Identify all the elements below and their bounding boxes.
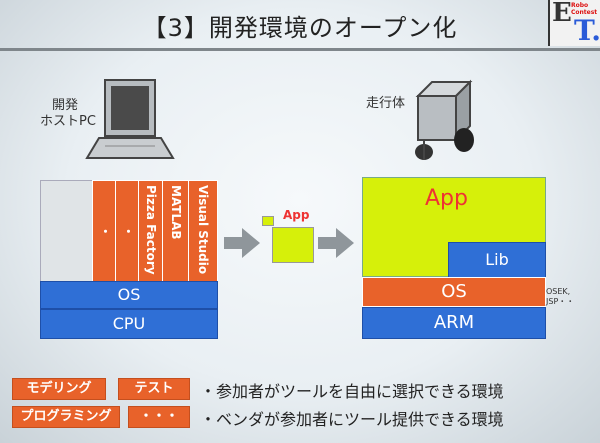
logo-letter-t: T. [574,14,600,47]
host-tool-pizza-factory-label: Pizza Factory [144,185,158,275]
host-tool-slot-dot1: ・ [92,180,117,282]
host-os-layer: OS [40,281,218,309]
host-tool-matlab-label: MATLAB [169,185,183,240]
robot-vehicle-icon [415,79,474,160]
tag-modeling: モデリング [12,378,106,400]
host-tool-pizza-factory: Pizza Factory [138,180,164,282]
host-tool-matlab: MATLAB [162,180,190,282]
arrow-right-icon [318,228,354,258]
bullet-1: ・参加者がツールを自由に選択できる環境 [200,382,504,401]
middle-app-label: App [283,208,310,222]
app-mini-chip [262,216,274,226]
bullet-2: ・ベンダが参加者にツール提供できる環境 [200,410,504,429]
logo-subtext: Robo Contest [571,2,598,16]
title-divider [0,48,600,51]
vehicle-lib-layer: Lib [448,242,546,278]
host-label-line2: ホストPC [40,114,96,129]
host-label-line1: 開発 [52,98,79,113]
laptop-icon [85,79,175,159]
host-tool-slot-dot2: ・ [115,180,140,282]
tag-etc: ・・・ [128,406,190,428]
arrow-right-icon [224,228,260,258]
host-tool-dot2: ・ [121,225,135,237]
vehicle-label: 走行体 [366,96,406,111]
host-cpu-layer: CPU [40,309,218,339]
tag-test: テスト [118,378,190,400]
logo-letter-e: E [552,0,572,28]
vehicle-app-label: App [425,186,468,211]
vehicle-os-layer: OS [362,277,546,307]
host-tool-visual-studio-label: Visual Studio [196,185,210,275]
tag-programming: プログラミング [12,406,120,428]
vehicle-os-note: OSEK, JSP・・ [546,287,575,306]
vehicle-arm-layer: ARM [362,307,546,339]
host-tool-visual-studio: Visual Studio [188,180,218,282]
middle-app-block [272,227,314,263]
host-empty-slot [40,180,94,282]
slide-title: 【3】開発環境のオープン化 [142,14,458,42]
host-tool-dot1: ・ [98,225,112,237]
etrobo-logo [548,0,600,46]
